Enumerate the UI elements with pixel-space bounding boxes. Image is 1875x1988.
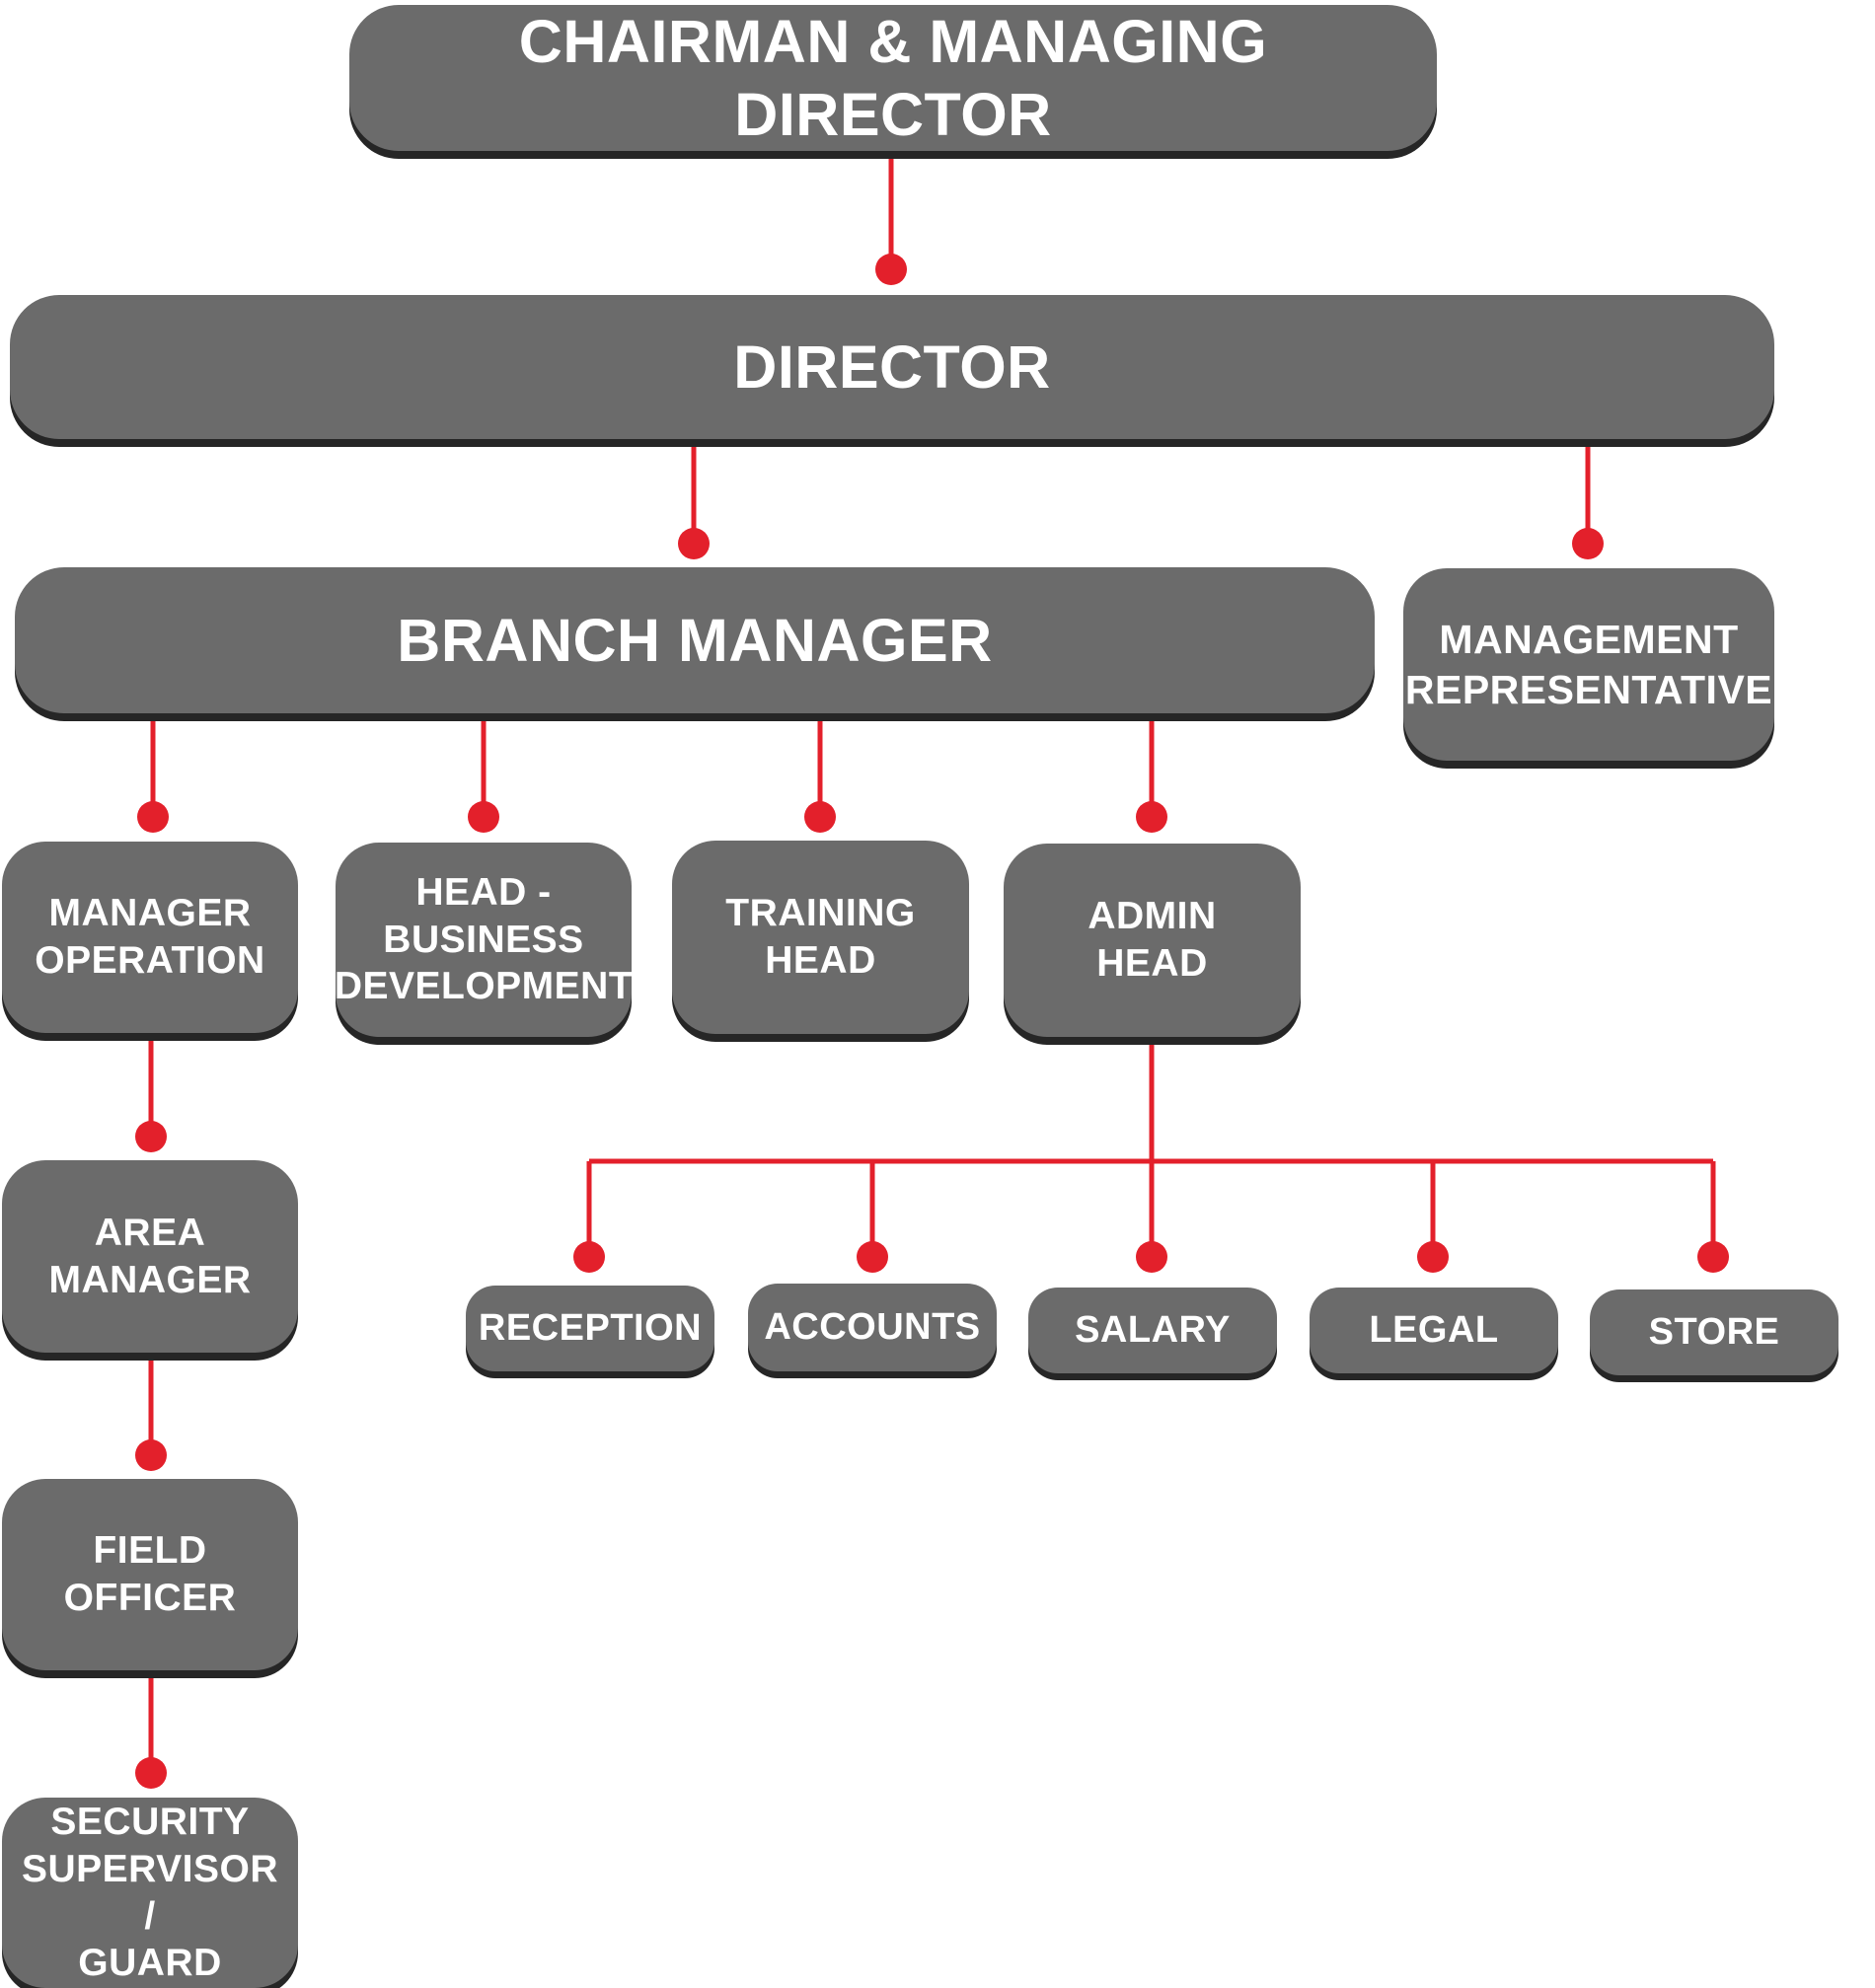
- training-head-box: TRAINING HEAD: [672, 841, 969, 1034]
- area-manager-box: AREA MANAGER: [2, 1160, 298, 1353]
- connector-dot: [804, 801, 836, 833]
- field-officer-label: FIELD OFFICER: [63, 1529, 237, 1619]
- branch-manager-label: BRANCH MANAGER: [397, 606, 993, 674]
- branch-manager-box: BRANCH MANAGER: [15, 567, 1375, 713]
- store-box: STORE: [1590, 1289, 1838, 1375]
- accounts-box: ACCOUNTS: [748, 1284, 997, 1371]
- salary-label: SALARY: [1075, 1309, 1231, 1352]
- connector-dot: [135, 1757, 167, 1789]
- reception-box: RECEPTION: [466, 1286, 714, 1371]
- accounts-label: ACCOUNTS: [764, 1306, 981, 1349]
- connector-dot: [1417, 1241, 1449, 1273]
- connector-dot: [1572, 528, 1604, 559]
- legal-box: LEGAL: [1310, 1288, 1558, 1373]
- manager-operation-label: MANAGER OPERATION: [35, 892, 265, 982]
- training-head-label: TRAINING HEAD: [725, 892, 916, 982]
- connector-dot: [137, 801, 169, 833]
- connector-dot: [1136, 1241, 1167, 1273]
- admin-head-label: ADMIN HEAD: [1088, 895, 1217, 985]
- connector-dot: [135, 1121, 167, 1152]
- head-business-development-label: HEAD - BUSINESS DEVELOPMENT: [334, 871, 634, 1008]
- connector-dot: [875, 254, 907, 285]
- director-box: DIRECTOR: [10, 295, 1774, 439]
- security-supervisor-guard-box: SECURITY SUPERVISOR / GUARD: [2, 1798, 298, 1988]
- management-representative-box: MANAGEMENT REPRESENTATIVE: [1403, 568, 1774, 761]
- connector-dot: [135, 1439, 167, 1471]
- reception-label: RECEPTION: [478, 1307, 703, 1350]
- connector-dot: [678, 528, 710, 559]
- store-label: STORE: [1648, 1311, 1780, 1354]
- chairman-label: CHAIRMAN & MANAGING DIRECTOR: [518, 7, 1268, 148]
- field-officer-box: FIELD OFFICER: [2, 1479, 298, 1670]
- salary-box: SALARY: [1028, 1288, 1277, 1373]
- manager-operation-box: MANAGER OPERATION: [2, 842, 298, 1033]
- security-supervisor-guard-label: SECURITY SUPERVISOR / GUARD: [21, 1801, 279, 1985]
- connector-dot: [1697, 1241, 1729, 1273]
- connector-dot: [573, 1241, 605, 1273]
- management-representative-label: MANAGEMENT REPRESENTATIVE: [1404, 617, 1773, 712]
- admin-head-box: ADMIN HEAD: [1004, 844, 1301, 1037]
- connector-dot: [1136, 801, 1167, 833]
- chairman-box: CHAIRMAN & MANAGING DIRECTOR: [349, 5, 1437, 151]
- director-label: DIRECTOR: [733, 332, 1051, 401]
- head-business-development-box: HEAD - BUSINESS DEVELOPMENT: [334, 843, 634, 1037]
- legal-label: LEGAL: [1369, 1309, 1499, 1352]
- connector-dot: [857, 1241, 888, 1273]
- area-manager-label: AREA MANAGER: [48, 1211, 252, 1301]
- connector-dot: [468, 801, 499, 833]
